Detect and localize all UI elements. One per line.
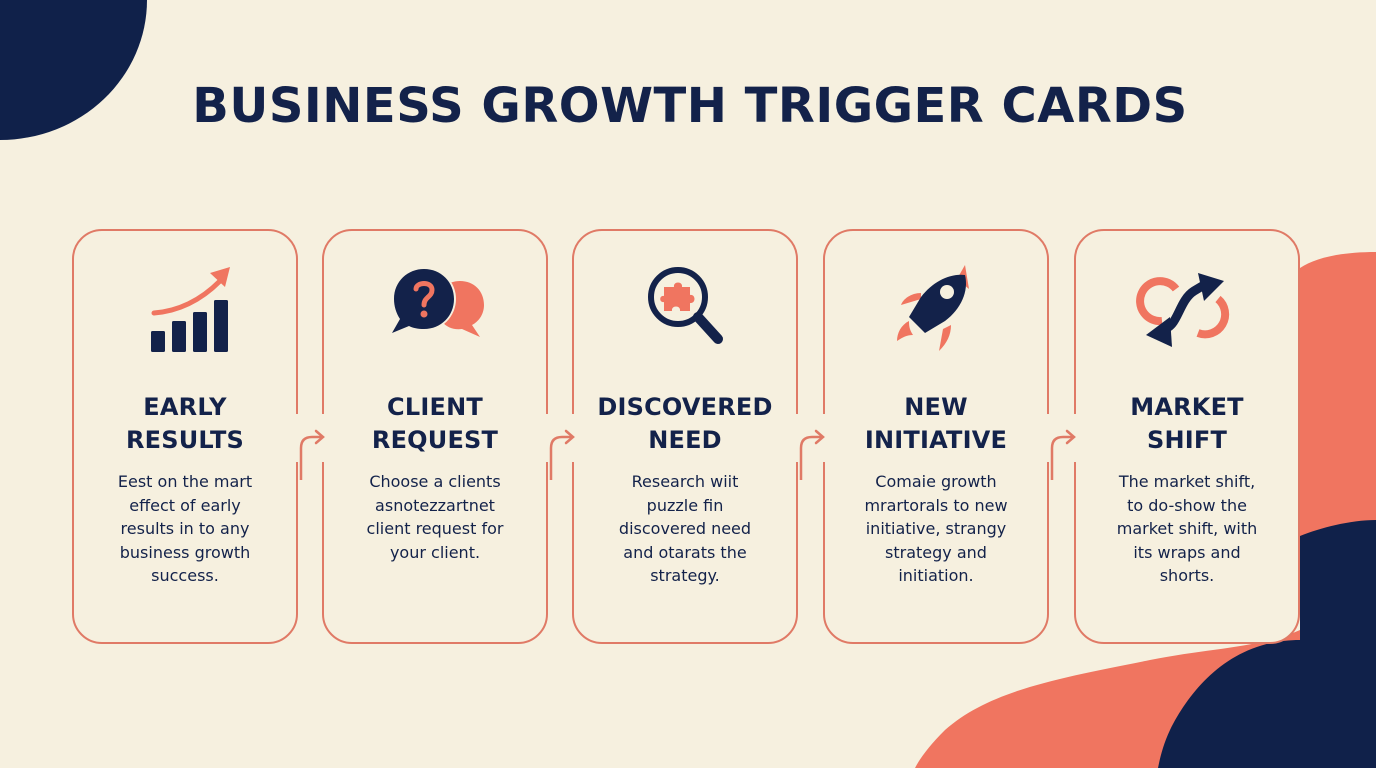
- card-description: Comaie growth mrartorals to new initiati…: [864, 472, 1008, 586]
- card-description: The market shift, to do-show the market …: [1116, 472, 1258, 586]
- card-description: Eest on the mart effect of early results…: [117, 472, 253, 586]
- card-early-results: EARLY RESULTS Eest on the mart effect of…: [72, 229, 298, 644]
- top-left-navy-blob: [0, 0, 147, 140]
- card-client-request: CLIENT REQUEST Choose a clients asnotezz…: [322, 229, 548, 644]
- card-description: Research wiit puzzle fin discovered need…: [618, 472, 752, 586]
- card-new-initiative: NEW INITIATIVE Comaie growth mrartorals …: [823, 229, 1049, 644]
- shift-arrows-icon: [1136, 273, 1230, 347]
- card-heading: EARLY RESULTS: [125, 393, 245, 454]
- card-heading: CLIENT REQUEST: [371, 393, 499, 454]
- card-heading: NEW INITIATIVE: [864, 393, 1008, 454]
- magnifier-puzzle-icon: [648, 267, 723, 344]
- rocket-icon: [897, 265, 969, 351]
- card-description: Choose a clients asnotezzartnet client r…: [366, 472, 504, 562]
- card-market-shift: MARKET SHIFT The market shift, to do-sho…: [1074, 229, 1300, 644]
- card-heading: MARKET SHIFT: [1130, 393, 1244, 454]
- question-chat-bubbles-icon: [392, 267, 484, 337]
- page-title: BUSINESS GROWTH TRIGGER CARDS: [192, 78, 1188, 134]
- card-heading: DISCOVERED NEED: [597, 393, 773, 454]
- card-discovered-need: DISCOVERED NEED Research wiit puzzle fin…: [572, 229, 798, 644]
- right-navy-blob: [1158, 520, 1376, 768]
- bar-chart-growth-icon: [151, 267, 230, 352]
